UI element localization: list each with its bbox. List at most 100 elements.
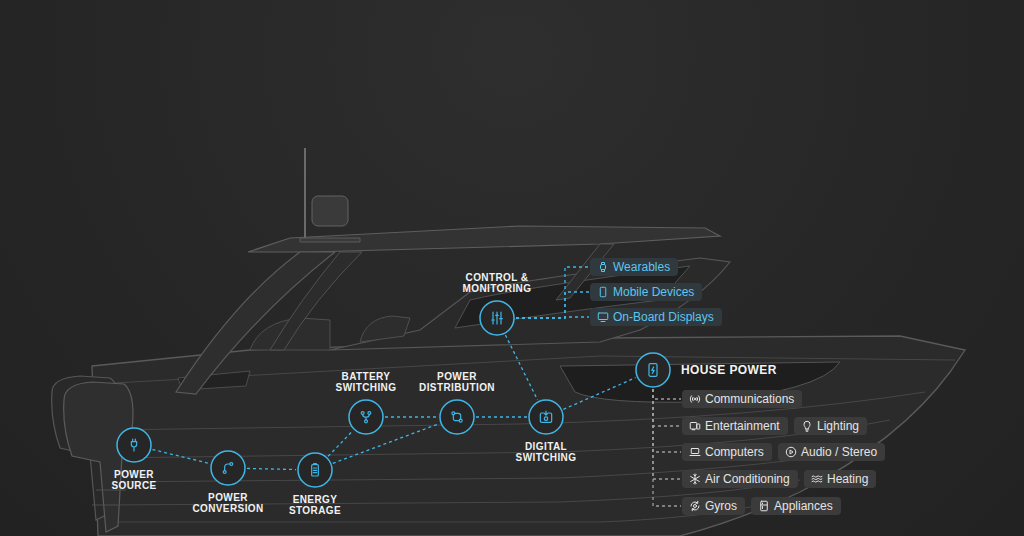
feature-pill: Wearables [590,258,678,276]
pill-icon [801,420,813,432]
stage-label: POWER SOURCE [103,469,165,491]
stage-icon [528,399,564,435]
stage-ring [298,453,332,487]
hardtop-strut [270,244,614,350]
dashed-connector [516,317,589,318]
stage-ring [117,428,151,462]
stage-ring [349,400,383,434]
pill-symbol [691,501,699,511]
pill-symbol [600,287,606,297]
radar-base [300,238,360,242]
pill-label: Entertainment [705,419,780,433]
dashed-connector [653,389,681,452]
stage-symbol [223,463,233,474]
dashed-connector [152,450,209,464]
stage-circle: POWER DISTRIBUTION [439,399,475,435]
radar-dome [312,196,348,226]
pill-symbol [601,263,606,272]
stage-symbol [649,364,657,377]
pill-icon [758,500,770,512]
pill-label: Mobile Devices [613,285,694,299]
pill-icon [689,420,701,432]
pill-icon [689,473,701,485]
stage-symbol [312,464,319,476]
pill-label: Air Conditioning [705,472,790,486]
stage-icon [439,399,475,435]
pill-label: Communications [705,392,794,406]
stage-icon [635,352,671,388]
pill-label: Appliances [774,499,833,513]
dashed-connector [333,424,439,464]
hardtop [248,226,720,252]
dashed-connector [247,468,296,469]
radar-mast [304,148,306,240]
stage-circle: DIGITAL SWITCHING [528,399,564,435]
stage-label: POWER CONVERSION [188,492,268,514]
pill-icon [597,261,609,273]
stage-circle: BATTERY SWITCHING [348,399,384,435]
stage-circle: HOUSE POWER [635,352,671,388]
stage-ring [440,400,474,434]
feature-pill: Appliances [751,497,841,515]
stage-label: CONTROL & MONITORING [455,272,539,294]
stage-icon [297,452,333,488]
hardtop-leg [176,252,335,394]
stage-icon [479,300,515,336]
feature-pill: Entertainment [682,417,788,435]
pill-symbol [690,423,700,430]
hull-chines [96,356,955,522]
stage-symbol [361,412,371,423]
stage-ring [480,301,514,335]
feature-pill: Heating [804,470,876,488]
dashed-connector [653,389,681,399]
dashed-connector [653,389,681,506]
stage-symbol [452,412,462,422]
pill-icon [689,500,701,512]
dashed-connector [653,389,681,426]
feature-pill: Communications [682,390,802,408]
dashed-connector [653,389,681,479]
outboard-plates [92,490,126,505]
pill-symbol [690,449,700,456]
dashed-connector [516,292,589,318]
pill-icon [689,393,701,405]
pill-symbol [598,313,608,322]
stage-label: ENERGY STORAGE [275,494,355,516]
feature-pill: Gyros [682,497,745,515]
feature-pill: Computers [682,443,772,461]
pill-symbol [691,474,700,484]
dashed-connector [328,431,353,457]
pill-label: Audio / Stereo [801,445,877,459]
pill-icon [597,286,609,298]
stage-icon [116,427,152,463]
stage-symbol [131,439,136,451]
stage-label: BATTERY SWITCHING [326,371,406,393]
stage-label: POWER DISTRIBUTION [415,371,499,393]
pill-icon [785,446,797,458]
stage-ring [211,451,245,485]
feature-pill: On-Board Displays [590,308,722,326]
dashed-connector [385,416,438,417]
pill-label: Gyros [705,499,737,513]
dashed-connector [563,378,635,410]
stage-circle: CONTROL & MONITORING [479,300,515,336]
feature-pill: Air Conditioning [682,470,798,488]
stage-icon [348,399,384,435]
stage-circle: ENERGY STORAGE [297,452,333,488]
boat-deck [176,148,730,394]
stage-ring [529,400,563,434]
stage-circle: POWER SOURCE [116,427,152,463]
dashed-connector [505,335,537,400]
pill-label: Heating [827,472,868,486]
pill-symbol [786,447,796,457]
boat-hull [92,336,965,536]
stage-circle: POWER CONVERSION [210,450,246,486]
pill-label: Wearables [613,260,670,274]
stage-ring [636,353,670,387]
pill-symbol [690,396,700,403]
stage-symbol [492,312,503,324]
pill-symbol [804,421,810,431]
pill-label: On-Board Displays [613,310,714,324]
pill-label: Lighting [817,419,859,433]
feature-pill: Mobile Devices [590,283,702,301]
